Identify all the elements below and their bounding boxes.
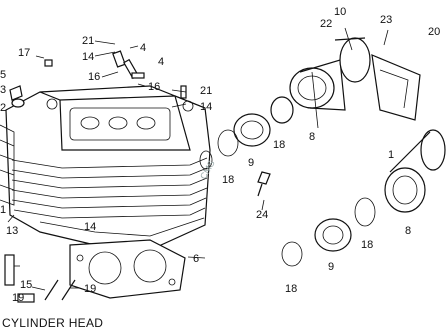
callout-1: 1 <box>0 204 7 216</box>
callout-8-upper: 8 <box>309 131 316 143</box>
callout-20: 20 <box>428 26 441 38</box>
callout-19-left: 19 <box>12 292 25 304</box>
callout-3: 3 <box>0 84 7 96</box>
callout-9-upper: 9 <box>248 157 255 169</box>
leader-lines <box>7 27 389 291</box>
callout-18-lower-right: 18 <box>361 239 374 251</box>
cylinder-head <box>0 85 211 251</box>
insulator-gasket-upper <box>217 96 294 157</box>
callout-10: 10 <box>334 6 347 18</box>
callout-16-right: 16 <box>148 81 161 93</box>
small-parts <box>4 50 271 303</box>
callout-18-left: 18 <box>222 174 235 186</box>
callout-14-top: 14 <box>82 51 95 63</box>
callout-2: 2 <box>0 102 7 114</box>
head-gasket <box>69 239 186 299</box>
callout-18-lower-left: 18 <box>285 283 298 295</box>
callout-5: 5 <box>0 69 7 81</box>
diagram-caption: CYLINDER HEAD <box>2 316 104 330</box>
callout-21-top: 21 <box>82 35 95 47</box>
intake-manifold-upper <box>289 37 371 111</box>
callout-8-lower: 8 <box>405 225 412 237</box>
callout-4-top: 4 <box>140 42 147 54</box>
callout-22: 22 <box>320 18 333 30</box>
callout-14-bottom: 14 <box>84 221 97 233</box>
gasket-o-ring <box>199 150 213 170</box>
callout-18-upper: 18 <box>273 139 286 151</box>
callout-16-left: 16 <box>88 71 101 83</box>
callout-15: 15 <box>20 279 33 291</box>
callout-19-right: 19 <box>84 283 97 295</box>
callout-23: 23 <box>380 14 393 26</box>
callout-1-right: 1 <box>388 149 395 161</box>
intake-manifold-lower <box>281 129 446 267</box>
callout-4-mid: 4 <box>158 56 165 68</box>
callout-24: 24 <box>256 209 269 221</box>
air-chamber-bracket <box>371 54 421 121</box>
callout-9-lower: 9 <box>328 261 335 273</box>
callout-17: 17 <box>18 47 31 59</box>
callout-6: 6 <box>193 253 200 265</box>
callout-13: 13 <box>6 225 19 237</box>
callout-14-right: 14 <box>200 101 213 113</box>
callout-21-right: 21 <box>200 85 213 97</box>
